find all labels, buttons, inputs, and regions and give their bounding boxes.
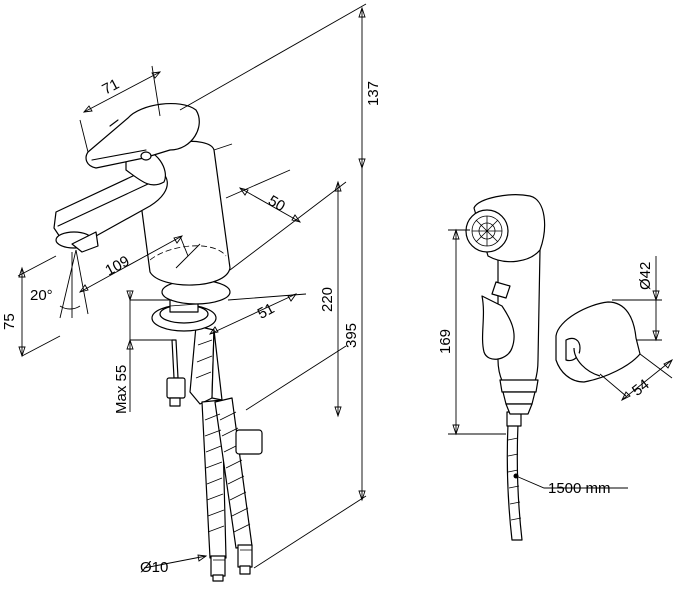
shower-holder [555,301,641,383]
tap-spout [53,167,168,253]
dim-hose-length: 1500 mm [548,480,611,497]
dim-height-total: 395 [343,323,360,348]
dim-holder-diameter: Ø42 [637,262,654,290]
dimension-lines: 71 137 395 220 50 109 51 20° [1,3,674,576]
dim-max-thickness: Max 55 [113,365,130,414]
mixer-tap [53,103,263,582]
dim-angle: 20° [30,287,53,304]
mounting-washers [151,279,231,332]
dim-base-diameter: 51 [255,300,278,323]
dim-spout-reach: 109 [102,253,132,280]
tap-handle [85,103,200,186]
hand-shower [465,194,546,541]
dim-spout-height: 75 [1,313,18,330]
dim-height-mid: 220 [319,287,336,312]
dim-handle-width: 71 [99,76,122,99]
dim-body-depth: 50 [265,192,288,215]
dim-holder-depth: 54 [629,376,653,400]
dim-spray-length: 169 [437,329,454,354]
flex-hoses [166,325,263,582]
dim-height-top: 137 [365,81,382,106]
dim-hose-diameter: Ø10 [140,559,168,576]
